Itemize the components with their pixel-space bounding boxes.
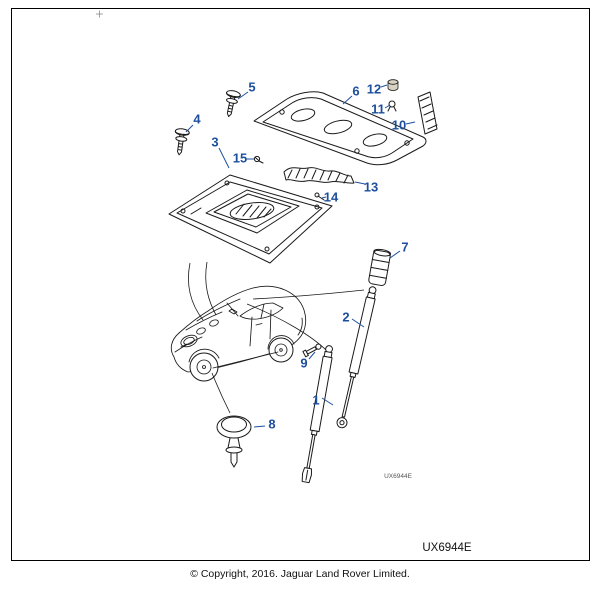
page-frame [11,8,590,561]
callout-leader-6 [342,95,353,105]
callout-12: 12 [367,82,381,97]
callout-leader-13 [354,181,366,185]
callout-leader-9 [308,351,316,360]
callout-1: 1 [312,393,319,408]
callout-4: 4 [193,112,201,127]
callout-leader-5 [237,91,249,100]
part-seal-strip [417,91,438,135]
car-illustration [170,285,307,382]
car-grille [180,334,198,348]
callout-2: 2 [342,310,349,325]
part-screw [253,155,264,164]
callout-7: 7 [401,240,408,255]
part-grommet [387,79,399,91]
part-pin-14 [314,192,325,201]
diagram-watermark: UX6944E [384,473,412,480]
callout-5: 5 [248,80,255,95]
callout-leader-14 [321,196,327,199]
callout-leader-2 [351,318,365,328]
part-pushpin-clip-upper [226,90,241,118]
part-pushpin-clip-lower [174,128,190,156]
callout-8: 8 [268,417,275,432]
part-heat-shield-strip [283,167,355,184]
callout-6: 6 [352,84,359,99]
callout-leader-7 [389,250,401,259]
part-gas-strut-right [336,286,377,429]
diagram-code: UX6944E [422,542,472,554]
registration-mark [96,10,103,18]
callout-leader-4 [185,124,194,133]
callout-14: 14 [324,190,339,205]
part-hood-insulation-panel [168,174,333,264]
callout-13: 13 [364,180,378,195]
callout-leader-12 [380,84,388,88]
part-sound-deadening-panel [253,91,427,166]
car-headlamp [196,327,206,335]
part-gas-strut-left [301,345,333,484]
part-bonnet-knob [216,415,252,468]
rear-wheel [268,337,294,363]
locator-lines [188,261,365,414]
callout-11: 11 [371,102,385,117]
callout-9: 9 [300,356,307,371]
callout-15: 15 [233,151,247,166]
car-headlamp [209,319,219,327]
callout-3: 3 [211,135,218,150]
callout-leader-1 [321,397,334,406]
part-ball-stud [302,343,322,358]
part-clip [387,100,397,112]
callout-10: 10 [392,118,406,133]
callout-leader-10 [405,121,416,125]
part-buffer [368,248,392,286]
callout-leader-11 [384,104,391,109]
callout-leader-8 [253,425,266,428]
callout-leader-3 [218,147,230,169]
copyright-text: © Copyright, 2016. Jaguar Land Rover Lim… [190,568,410,580]
